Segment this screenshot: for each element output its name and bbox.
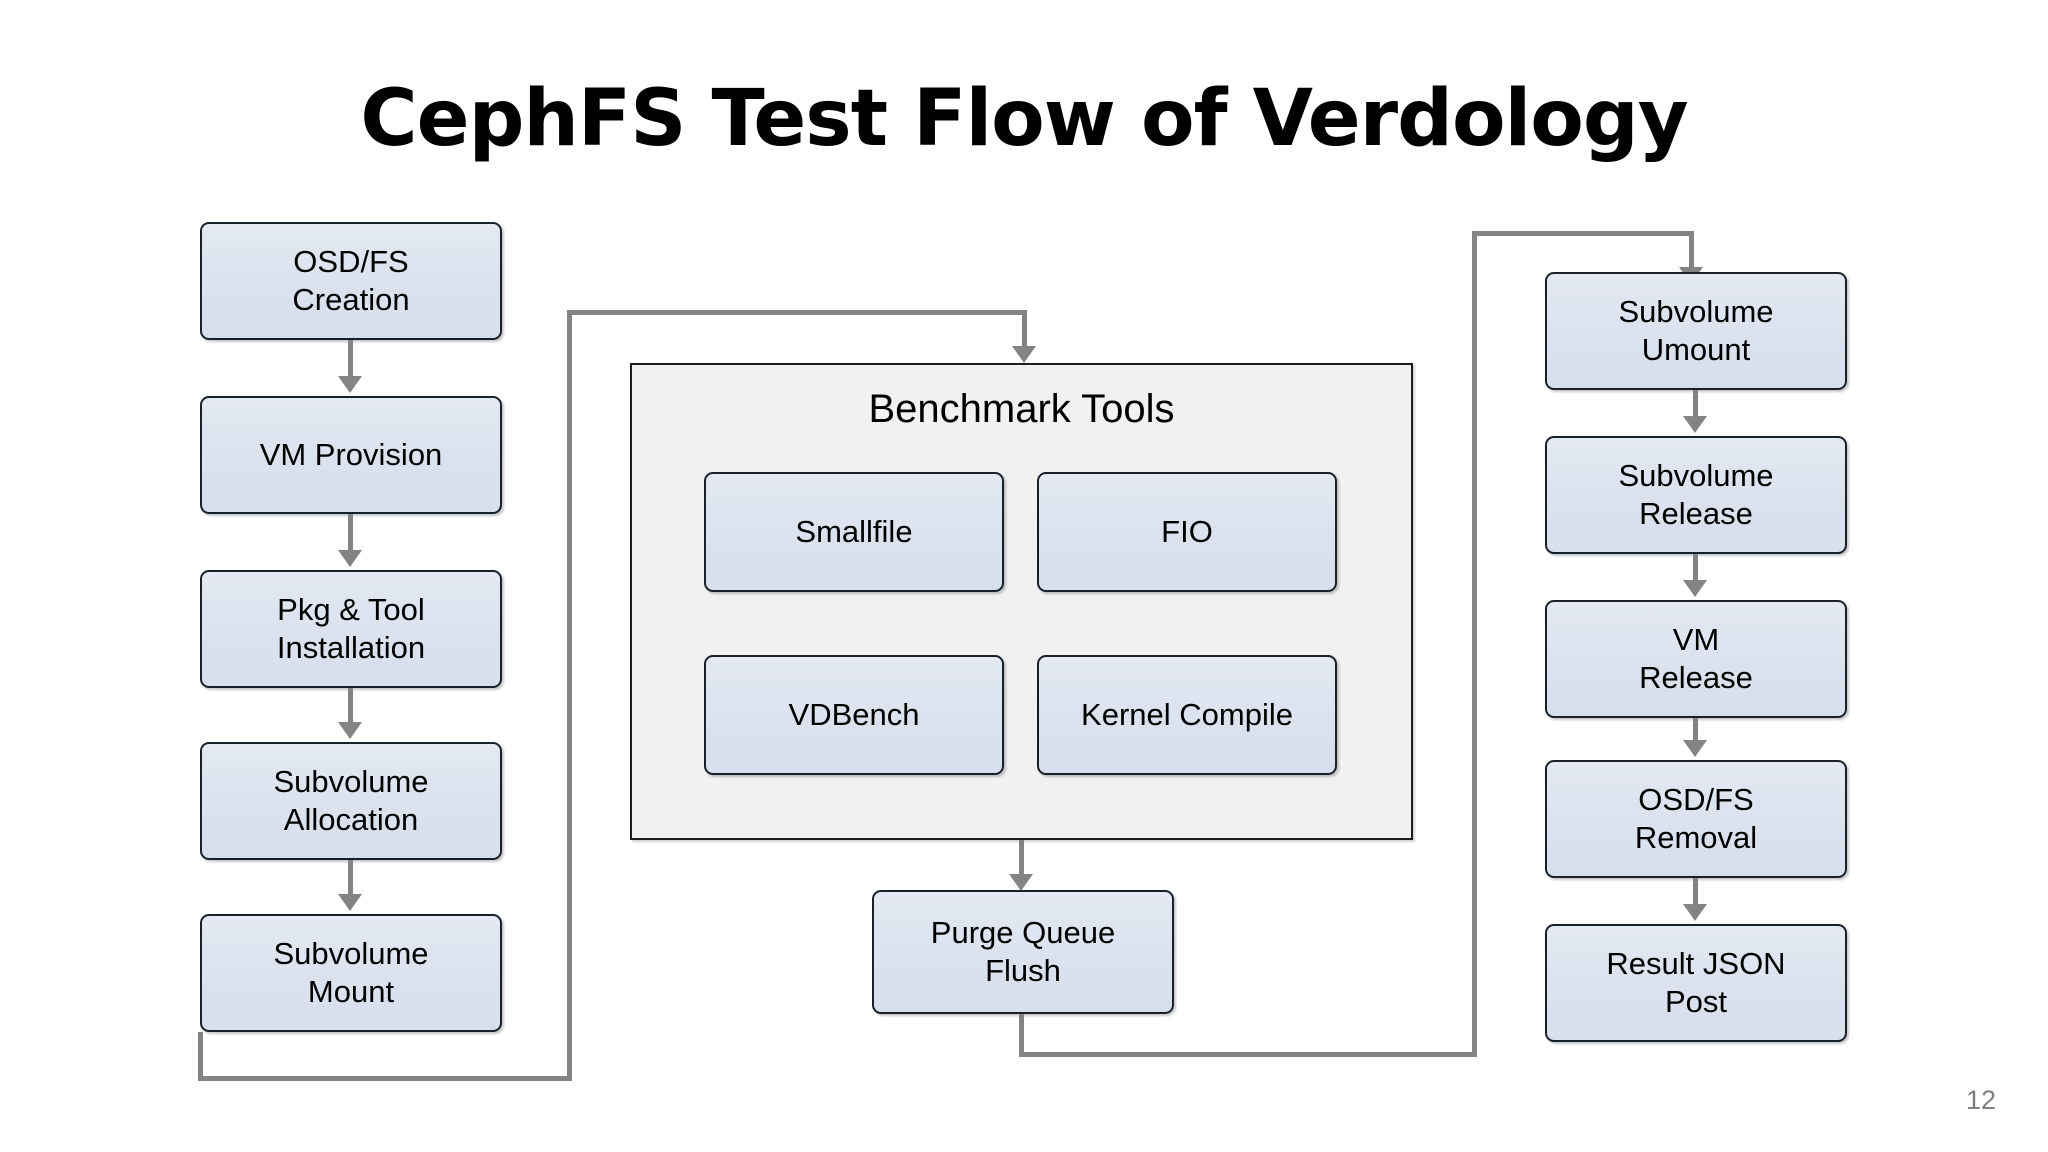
arrowhead-icon [338,894,362,911]
process-box-label: VM Release [1639,622,1753,695]
process-box-label: Subvolume Mount [273,936,429,1009]
process-box-label: VM Provision [259,437,443,473]
arrowhead-icon [338,550,362,567]
page-number: 12 [1965,1085,1996,1115]
connector-subvolume-mount-to-benchmark-segment-right [198,1076,572,1081]
process-box-label: Result JSON Post [1606,946,1786,1019]
process-box-vm-release[interactable]: VM Release [1545,600,1847,718]
process-box-osd-fs-creation[interactable]: OSD/FS Creation [200,222,502,340]
tool-box-label: Smallfile [795,514,913,550]
process-box-subvolume-allocation[interactable]: Subvolume Allocation [200,742,502,860]
arrowhead-icon [1683,416,1707,433]
page-title: CephFS Test Flow of Verdology [360,74,1688,164]
tool-box-smallfile[interactable]: Smallfile [704,472,1004,592]
process-box-vm-provision[interactable]: VM Provision [200,396,502,514]
connector-subvolume-mount-to-benchmark-segment-top [567,310,1027,315]
arrowhead-icon [1683,740,1707,757]
connector-benchmark-tools-to-purge-queue-flush [1019,840,1024,876]
process-box-pkg-tool-installation[interactable]: Pkg & Tool Installation [200,570,502,688]
arrowhead-icon [1012,346,1036,363]
arrowhead-icon [1683,904,1707,921]
tool-box-label: VDBench [788,697,920,733]
tool-box-vdbench[interactable]: VDBench [704,655,1004,775]
arrowhead-icon [338,376,362,393]
connector-subvolume-mount-to-benchmark-segment-drop [1022,310,1027,350]
connector-subvolume-release-to-vm-release [1693,554,1698,582]
arrowhead-icon [338,722,362,739]
connector-pkg-tool-installation-to-subvolume-allocation [348,688,353,724]
process-box-purge-queue-flush[interactable]: Purge Queue Flush [872,890,1174,1014]
connector-osd-fs-creation-to-vm-provision [348,340,353,378]
connector-purge-to-umount-segment-up [1472,231,1477,1056]
tool-box-fio[interactable]: FIO [1037,472,1337,592]
connector-subvolume-mount-to-benchmark-segment-up [567,310,572,1076]
tool-box-label: FIO [1161,514,1213,550]
arrowhead-icon [1009,874,1033,891]
tool-box-label: Kernel Compile [1081,697,1293,733]
process-box-label: Subvolume Umount [1618,294,1774,367]
benchmark-tools-title: Benchmark Tools [868,387,1175,431]
process-box-label: OSD/FS Removal [1634,782,1758,855]
process-box-label: Purge Queue Flush [930,915,1116,988]
connector-osd-fs-removal-to-result-json-post [1693,878,1698,906]
connector-purge-to-umount-segment-top [1472,231,1694,236]
process-box-result-json-post[interactable]: Result JSON Post [1545,924,1847,1042]
process-box-subvolume-umount[interactable]: Subvolume Umount [1545,272,1847,390]
tool-box-kernel-compile[interactable]: Kernel Compile [1037,655,1337,775]
arrowhead-icon [1683,580,1707,597]
connector-vm-provision-to-pkg-tool-installation [348,514,353,552]
connector-subvolume-allocation-to-subvolume-mount [348,860,353,896]
process-box-label: Subvolume Allocation [273,764,429,837]
connector-subvolume-mount-to-benchmark-segment-down [198,1032,203,1080]
process-box-subvolume-release[interactable]: Subvolume Release [1545,436,1847,554]
connector-subvolume-umount-to-subvolume-release [1693,390,1698,418]
connector-purge-to-umount-segment-right [1019,1052,1477,1057]
process-box-label: Pkg & Tool Installation [276,592,426,665]
connector-purge-to-umount-segment-down [1019,1014,1024,1056]
process-box-osd-fs-removal[interactable]: OSD/FS Removal [1545,760,1847,878]
connector-vm-release-to-osd-fs-removal [1693,718,1698,742]
connector-purge-to-umount-segment-drop [1689,231,1694,271]
process-box-label: Subvolume Release [1618,458,1774,531]
process-box-subvolume-mount[interactable]: Subvolume Mount [200,914,502,1032]
benchmark-tools-panel: Benchmark Tools Smallfile FIO VDBench Ke… [630,363,1413,840]
process-box-label: OSD/FS Creation [292,244,410,317]
